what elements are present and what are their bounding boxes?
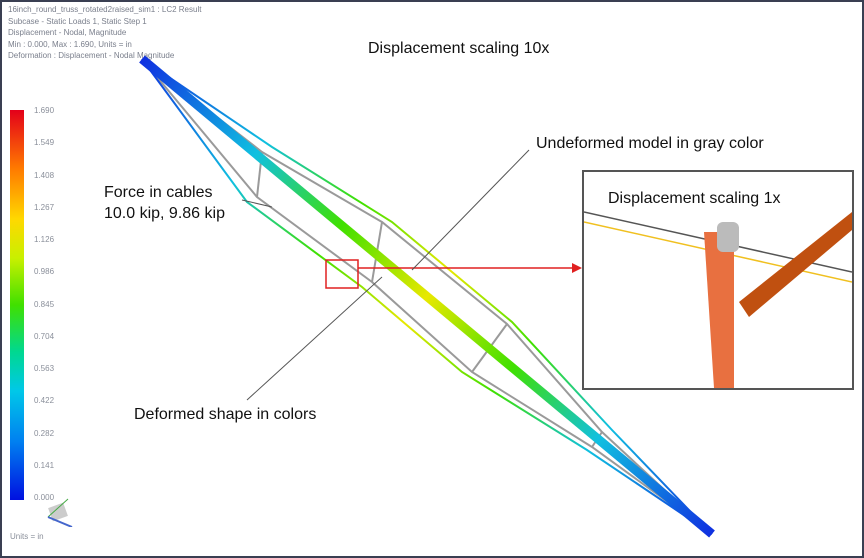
header-line: Displacement - Nodal, Magnitude xyxy=(8,28,127,37)
result-header: 16inch_round_truss_rotated2raised_sim1 :… xyxy=(8,4,201,62)
scaling-10x-label: Displacement scaling 10x xyxy=(368,40,550,57)
scaling-1x-label: Displacement scaling 1x xyxy=(608,190,781,207)
leader-deformed xyxy=(246,276,383,401)
detail-model xyxy=(584,211,852,388)
legend-tick: 0.704 xyxy=(34,331,55,341)
color-legend-bar xyxy=(10,110,24,500)
legend-tick: 1.690 xyxy=(34,106,55,115)
legend-tick: 1.267 xyxy=(34,202,55,212)
legend-tick: 0.563 xyxy=(34,364,55,373)
force-label-1: Force in cables xyxy=(104,184,213,201)
legend-ticks: 1.690 1.549 1.408 1.267 1.126 0.986 0.84… xyxy=(34,106,54,502)
legend-tick: 0.282 xyxy=(34,428,55,438)
deformed-label: Deformed shape in colors xyxy=(134,406,317,423)
callout-arrowhead xyxy=(572,263,582,273)
axis-triad-icon xyxy=(47,498,73,527)
legend-tick: 0.986 xyxy=(34,267,55,277)
header-line: Min : 0.000, Max : 1.690, Units = in xyxy=(8,39,132,49)
units-label: Units = in xyxy=(10,532,44,541)
deformed-truss xyxy=(139,55,715,538)
header-line: 16inch_round_truss_rotated2raised_sim1 :… xyxy=(8,5,202,14)
legend-tick: 0.141 xyxy=(34,460,55,470)
header-line: Subcase - Static Loads 1, Static Step 1 xyxy=(8,16,147,26)
header-line: Deformation : Displacement - Nodal Magni… xyxy=(8,51,175,60)
legend-tick: 0.422 xyxy=(34,396,55,406)
leader-undeformed xyxy=(411,149,530,271)
undeformed-label: Undeformed model in gray color xyxy=(536,135,764,152)
leader-force xyxy=(241,199,273,208)
force-label-2: 10.0 kip, 9.86 kip xyxy=(104,205,225,222)
legend-tick: 0.000 xyxy=(34,493,55,502)
legend-tick: 1.408 xyxy=(34,170,55,180)
callout-box xyxy=(325,259,359,289)
legend-tick: 0.845 xyxy=(34,299,55,309)
legend-tick: 1.126 xyxy=(34,235,55,244)
legend-tick: 1.549 xyxy=(34,138,55,148)
detail-inset: Displacement scaling 1x xyxy=(582,170,854,390)
